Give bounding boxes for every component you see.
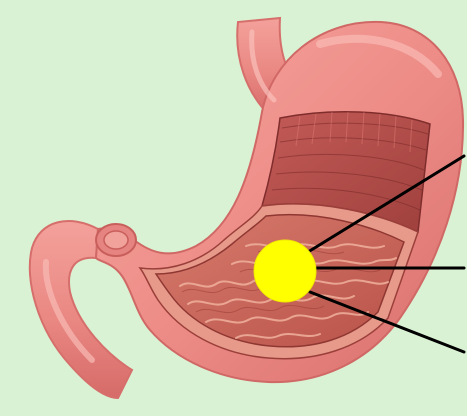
pyloric-sphincter-inner xyxy=(104,231,128,249)
yellow-marker xyxy=(254,240,316,302)
